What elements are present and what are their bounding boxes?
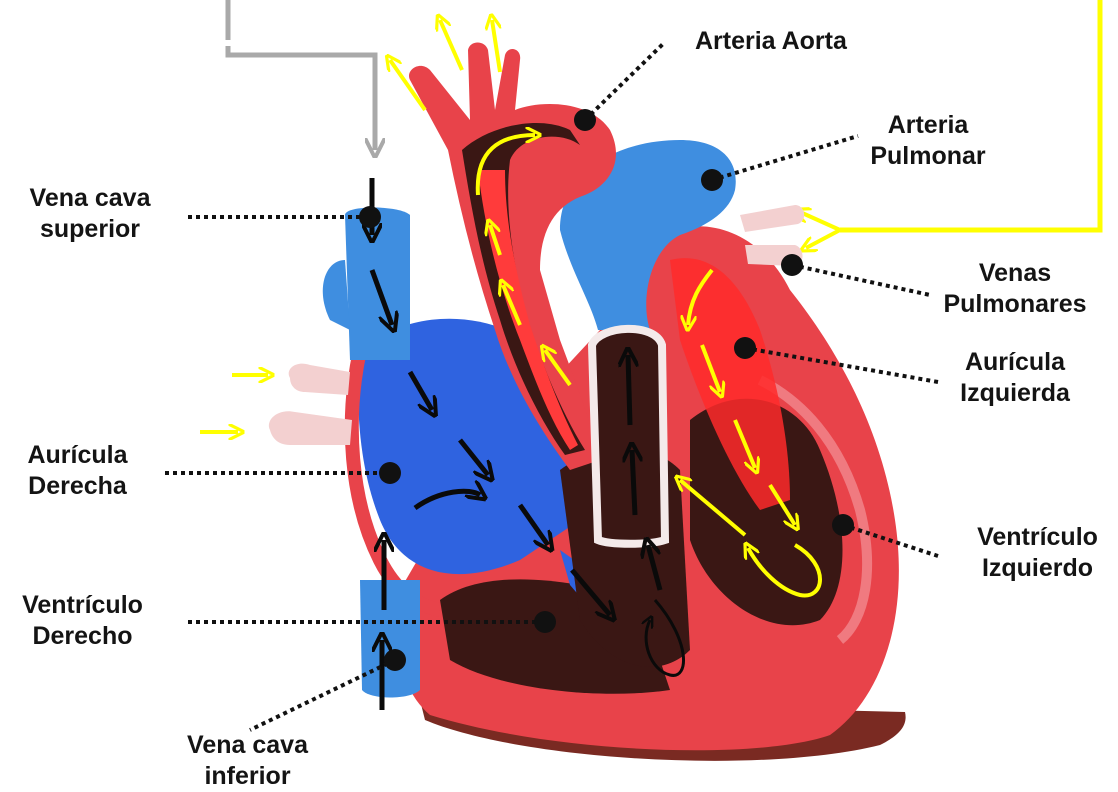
label-vena-cava-superior-line2: superior (10, 214, 170, 245)
pointer-line-arteria-aorta (585, 42, 665, 120)
pointer-dot-venas-pulmonares (781, 254, 803, 276)
label-ventriculo-derecho-line1: Ventrículo (0, 590, 165, 621)
label-vena-cava-inferior-line2: inferior (165, 761, 330, 792)
flow-arrow (632, 450, 635, 515)
label-auricula-izquierda: Aurícula Izquierda (940, 347, 1090, 409)
flow-arrow (440, 20, 462, 70)
pointer-dot-vena-cava-superior (359, 206, 381, 228)
heart (269, 43, 906, 761)
label-ventriculo-izquierdo-line2: Izquierdo (960, 553, 1115, 584)
flow-arrow (492, 20, 500, 72)
label-vena-cava-inferior-line1: Vena cava (165, 730, 330, 761)
pointer-line-arteria-pulmonar (712, 136, 858, 180)
pointer-dot-arteria-pulmonar (701, 169, 723, 191)
pulmonary-vein-arrow (806, 230, 840, 248)
pointer-dot-vena-cava-inferior (384, 649, 406, 671)
label-ventriculo-izquierdo-line1: Ventrículo (960, 522, 1115, 553)
pointer-dot-arteria-aorta (574, 109, 596, 131)
label-auricula-izquierda-line1: Aurícula (940, 347, 1090, 378)
pulmonary-vein-right-upper (740, 205, 804, 232)
right-pulmonary-vein-lower (269, 411, 352, 445)
pointer-dot-auricula-derecha (379, 462, 401, 484)
pointer-dot-auricula-izquierda (734, 337, 756, 359)
label-arteria-aorta-line1: Arteria Aorta (695, 26, 847, 57)
label-venas-pulmonares-line1: Venas (935, 258, 1095, 289)
label-venas-pulmonares: Venas Pulmonares (935, 258, 1095, 320)
label-vena-cava-inferior: Vena cava inferior (165, 730, 330, 792)
label-venas-pulmonares-line2: Pulmonares (935, 289, 1095, 320)
label-ventriculo-izquierdo: Ventrículo Izquierdo (960, 522, 1115, 584)
label-arteria-pulmonar: Arteria Pulmonar (868, 110, 988, 172)
label-arteria-pulmonar-line1: Arteria (868, 110, 988, 141)
label-arteria-pulmonar-line2: Pulmonar (868, 141, 988, 172)
flow-arrow (628, 355, 630, 425)
label-auricula-derecha: Aurícula Derecha (5, 440, 150, 502)
systemic-circulation-line (228, 0, 375, 150)
right-pulmonary-vein-upper (289, 364, 350, 395)
pointer-dot-ventriculo-izquierdo (832, 514, 854, 536)
label-ventriculo-derecho: Ventrículo Derecho (0, 590, 165, 652)
label-auricula-derecha-line2: Derecha (5, 471, 150, 502)
label-vena-cava-superior: Vena cava superior (10, 183, 170, 245)
label-vena-cava-superior-line1: Vena cava (10, 183, 170, 214)
label-auricula-derecha-line1: Aurícula (5, 440, 150, 471)
vena-cava-bulge (323, 260, 350, 330)
pointer-dot-ventriculo-derecho (534, 611, 556, 633)
pulmonary-vein-arrow (800, 212, 840, 230)
label-arteria-aorta: Arteria Aorta (695, 26, 847, 57)
inferior-vena-cava (360, 580, 420, 698)
label-auricula-izquierda-line2: Izquierda (940, 378, 1090, 409)
pointer-line-venas-pulmonares (792, 265, 930, 295)
label-ventriculo-derecho-line2: Derecho (0, 621, 165, 652)
